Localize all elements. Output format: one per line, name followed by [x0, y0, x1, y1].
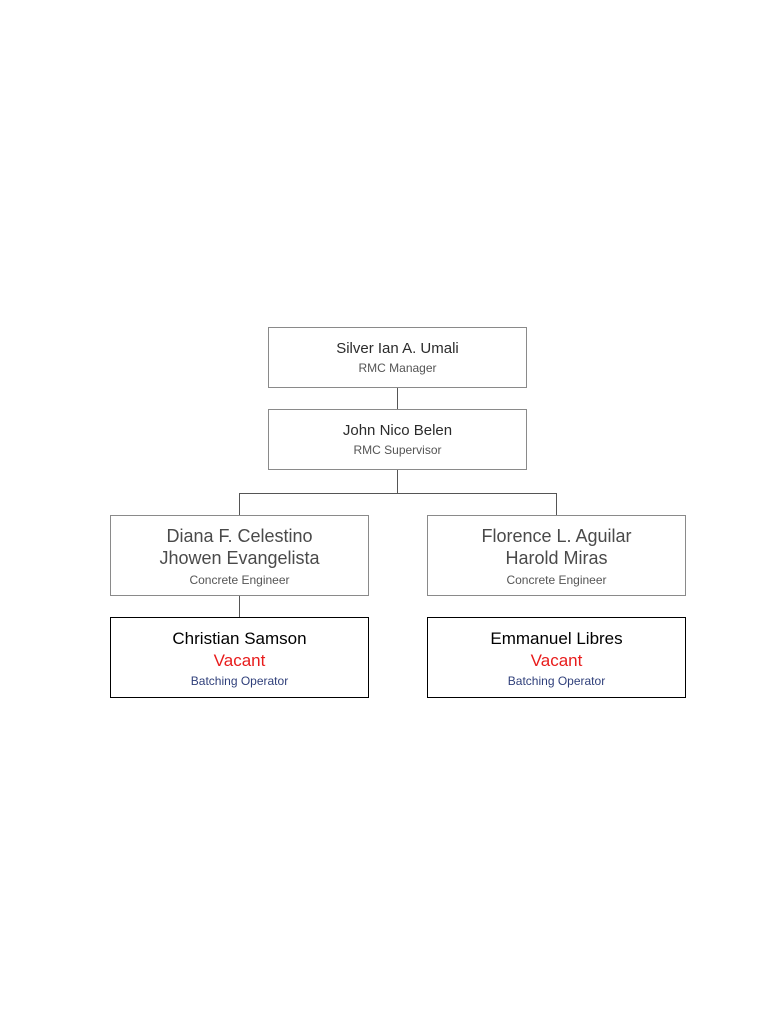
- operator-box-right: Emmanuel Libres Vacant Batching Operator: [427, 617, 686, 698]
- connector-left-engineer: [239, 493, 240, 515]
- manager-role: RMC Manager: [358, 361, 437, 376]
- engineer-box-left: Diana F. Celestino Jhowen Evangelista Co…: [110, 515, 369, 596]
- operator-name: Emmanuel Libres: [490, 628, 623, 648]
- vacant-label: Vacant: [213, 650, 266, 670]
- engineer-name: Jhowen Evangelista: [159, 547, 320, 568]
- engineer-name: Diana F. Celestino: [166, 525, 313, 546]
- engineer-role: Concrete Engineer: [506, 572, 607, 587]
- supervisor-box: John Nico Belen RMC Supervisor: [268, 409, 527, 470]
- connector-supervisor-down: [397, 469, 398, 494]
- operator-role: Batching Operator: [190, 673, 289, 688]
- operator-role: Batching Operator: [507, 673, 606, 688]
- supervisor-name: John Nico Belen: [342, 421, 453, 439]
- engineer-role: Concrete Engineer: [189, 572, 290, 587]
- connector-manager-supervisor: [397, 387, 398, 409]
- operator-box-left: Christian Samson Vacant Batching Operato…: [110, 617, 369, 698]
- engineer-box-right: Florence L. Aguilar Harold Miras Concret…: [427, 515, 686, 596]
- manager-box: Silver Ian A. Umali RMC Manager: [268, 327, 527, 388]
- connector-left-operator: [239, 595, 240, 617]
- operator-name: Christian Samson: [172, 628, 307, 648]
- supervisor-role: RMC Supervisor: [353, 443, 442, 458]
- connector-horizontal: [239, 493, 557, 494]
- manager-name: Silver Ian A. Umali: [336, 339, 459, 357]
- engineer-name: Harold Miras: [505, 547, 608, 568]
- connector-right-engineer: [556, 493, 557, 515]
- vacant-label: Vacant: [530, 650, 583, 670]
- engineer-name: Florence L. Aguilar: [481, 525, 632, 546]
